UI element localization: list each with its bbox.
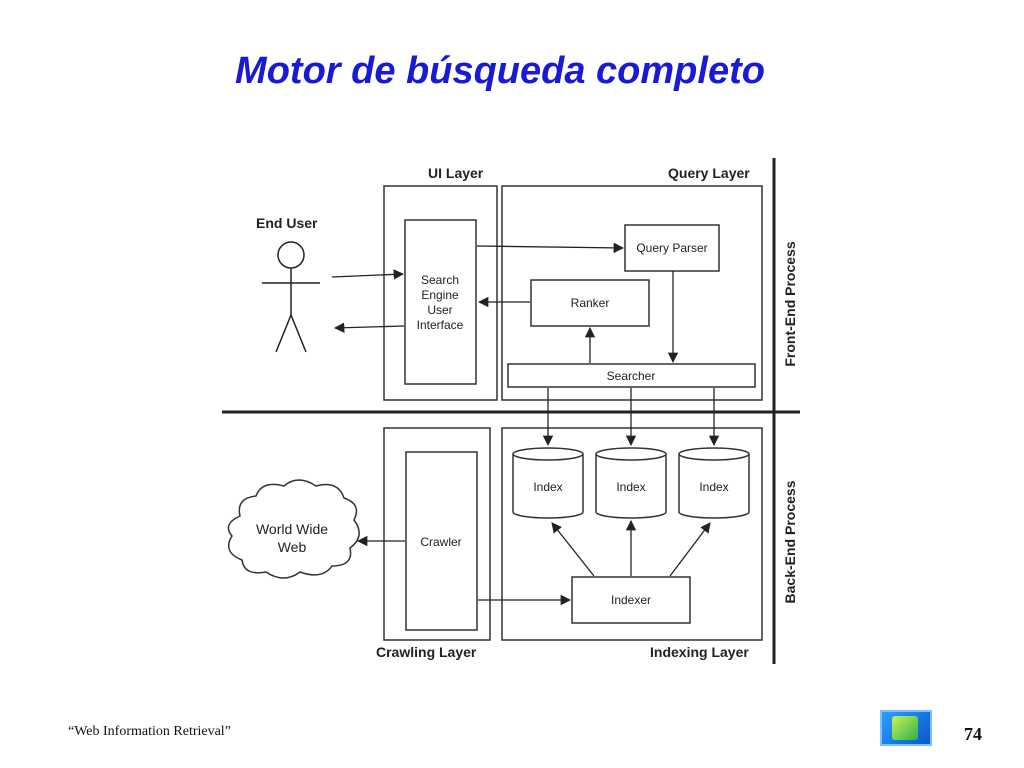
ranker-label: Ranker — [571, 296, 610, 310]
ui-layer-label: UI Layer — [428, 165, 484, 181]
www-line-1: World Wide — [256, 521, 328, 537]
back-end-process-label: Back-End Process — [782, 480, 798, 603]
ui-layer-box — [383, 185, 498, 401]
index-cylinder — [512, 447, 584, 519]
indexing-layer-label: Indexing Layer — [650, 644, 749, 660]
searcher-label: Searcher — [607, 369, 656, 383]
crawling-layer-box — [383, 427, 491, 641]
crawler-label: Crawler — [420, 535, 461, 549]
sei-line-1: Search — [421, 273, 459, 287]
arrow-user-to-interface — [331, 269, 405, 280]
world-wide-web-cloud — [227, 479, 360, 579]
query-layer-label: Query Layer — [668, 165, 750, 181]
indexing-layer-box — [501, 427, 763, 641]
crawling-layer-label: Crawling Layer — [376, 644, 477, 660]
index-label-1: Index — [533, 480, 562, 494]
index-label-3: Index — [699, 480, 728, 494]
indexer-label: Indexer — [611, 593, 651, 607]
page-number: 74 — [964, 724, 982, 744]
arrow-interface-to-query-parser — [476, 242, 625, 254]
query-layer-box — [501, 185, 763, 401]
arrow-indexer-to-index-3 — [669, 522, 711, 577]
query-parser-label: Query Parser — [636, 241, 707, 255]
www-line-2: Web — [278, 539, 307, 555]
arrow-indexer-to-index-1 — [551, 522, 595, 577]
end-user-figure — [262, 241, 320, 353]
indexer-box — [571, 576, 691, 624]
ranker-box — [530, 279, 650, 327]
front-end-process-label: Front-End Process — [782, 241, 798, 366]
index-cylinder — [595, 447, 667, 519]
logo-icon — [880, 710, 932, 746]
index-cylinder — [678, 447, 750, 519]
searcher-box — [507, 363, 756, 388]
index-label-2: Index — [616, 480, 645, 494]
arrow-interface-to-user — [333, 322, 405, 333]
query-parser-box — [624, 224, 720, 272]
crawler-box — [405, 451, 478, 631]
sei-line-4: Interface — [417, 318, 464, 332]
end-user-label: End User — [256, 215, 318, 231]
sei-line-3: User — [427, 303, 452, 317]
search-engine-ui-box — [404, 219, 477, 385]
sei-line-2: Engine — [421, 288, 459, 302]
footer-source: “Web Information Retrieval” — [68, 724, 231, 739]
slide-title: Motor de búsqueda completo — [235, 50, 765, 92]
